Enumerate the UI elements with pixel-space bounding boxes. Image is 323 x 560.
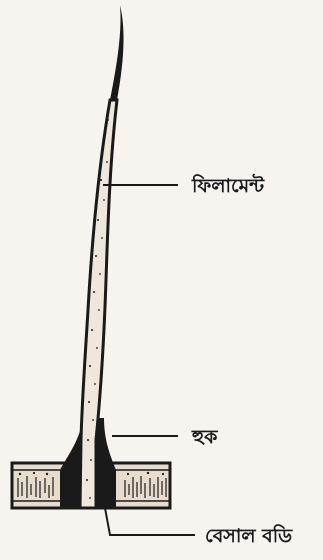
hook-label: হুক xyxy=(191,426,218,448)
filament-label: ফিলামেন্ট xyxy=(191,173,265,197)
basal-body-label: বেসাল বডি xyxy=(205,524,293,547)
